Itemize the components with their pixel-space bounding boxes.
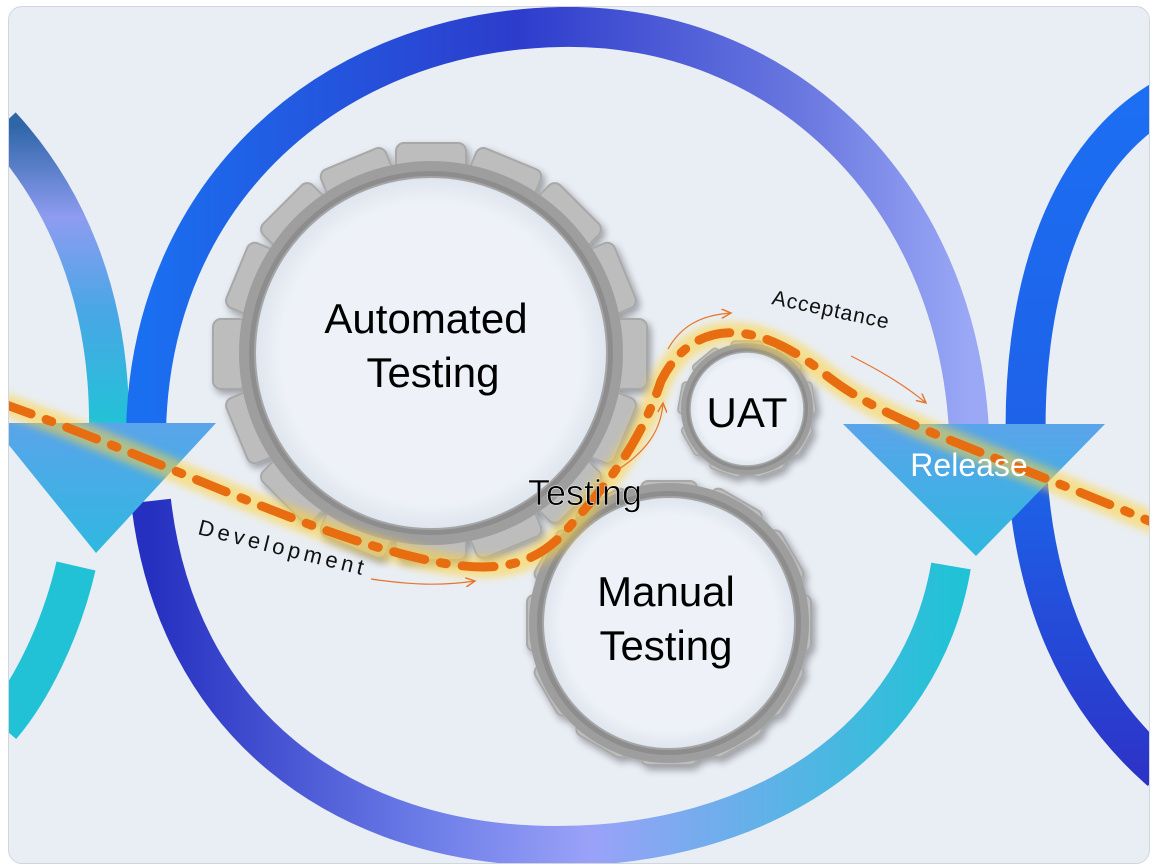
automated-testing-gear-icon xyxy=(212,142,648,561)
release-arrowhead-icon xyxy=(843,424,1105,556)
manual-testing-label-line2: Testing xyxy=(599,622,732,669)
acceptance-start-arrow-icon xyxy=(667,313,731,350)
diagram-slide: Automated Testing Manual Testing UAT Tes… xyxy=(8,6,1150,864)
main-cycle-ring-top xyxy=(126,7,989,433)
workflow-path xyxy=(9,328,1149,572)
main-cycle-ring-bottom xyxy=(131,498,971,863)
agile-cycle-diagram: Automated Testing Manual Testing UAT Tes… xyxy=(9,7,1149,863)
release-label: Release xyxy=(910,447,1027,483)
uat-label: UAT xyxy=(707,389,788,436)
acceptance-label: Acceptance xyxy=(770,286,892,333)
automated-testing-label-line2: Testing xyxy=(366,349,499,396)
left-cycle-ring-lower xyxy=(9,561,96,740)
testing-label: Testing xyxy=(528,472,642,513)
uat-gear-icon xyxy=(677,340,817,478)
development-arrow-icon xyxy=(370,579,475,584)
testing-arrow-icon xyxy=(618,403,663,470)
acceptance-arrow-icon xyxy=(850,355,926,403)
manual-testing-gear-icon xyxy=(526,480,812,766)
automated-testing-label-line1: Automated xyxy=(324,295,527,342)
left-cycle-ring xyxy=(9,112,130,432)
manual-testing-label-line1: Manual xyxy=(597,568,735,615)
